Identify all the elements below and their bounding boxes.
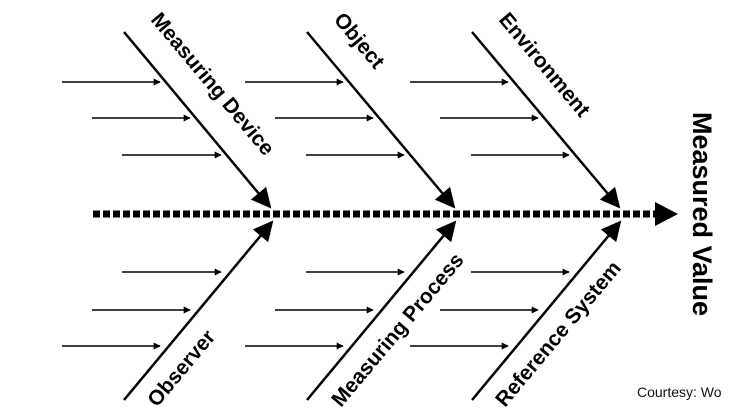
- category-label-measuring-process: Measuring Process: [327, 249, 468, 409]
- bone-reference-system: [471, 220, 622, 401]
- bone-measuring-process: [306, 220, 457, 401]
- bone-observer: [123, 220, 274, 401]
- category-label-observer: Observer: [143, 326, 220, 409]
- bone-object: [306, 31, 456, 209]
- effect-label: Measured Value: [687, 112, 717, 316]
- category-label-reference-system: Reference System: [491, 257, 626, 409]
- bone-environment: [471, 31, 621, 209]
- bone-measuring-device: [123, 31, 272, 209]
- courtesy-credit: Courtesy: Wo: [637, 384, 722, 400]
- category-label-environment: Environment: [494, 8, 594, 121]
- spine-arrowhead: [655, 202, 678, 226]
- category-label-object: Object: [329, 8, 389, 73]
